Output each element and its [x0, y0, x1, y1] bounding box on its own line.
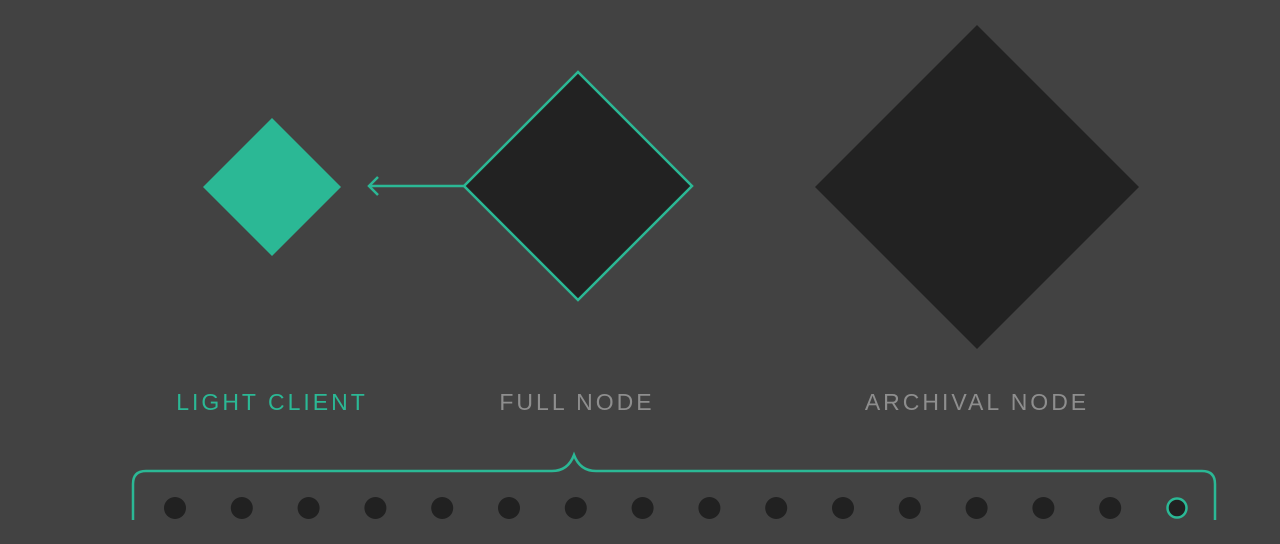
- chain-block: [1032, 497, 1055, 519]
- arrow-left-icon: [367, 176, 464, 196]
- chain-block: [1099, 497, 1122, 519]
- archival-node-label: ARCHIVAL NODE: [864, 389, 1090, 415]
- chain-block: [230, 497, 253, 519]
- chain-block: [564, 497, 587, 519]
- chain-block: [631, 497, 654, 519]
- chain-block: [164, 497, 186, 519]
- chain-block: [297, 497, 320, 519]
- chain-block: [498, 497, 520, 519]
- chain-blocks: [164, 497, 1188, 519]
- arrow-head: [367, 176, 379, 196]
- chain-block: [765, 497, 788, 519]
- full-node-diamond: [462, 70, 694, 302]
- light-client-label: LIGHT CLIENT: [176, 389, 368, 415]
- chain-block: [698, 497, 721, 519]
- chain-block-latest: [1166, 497, 1188, 519]
- light-client-diamond: [203, 118, 341, 256]
- chain-block: [965, 497, 988, 519]
- archival-node-diamond: [815, 25, 1139, 349]
- chain-block: [431, 497, 454, 519]
- chain-block: [364, 497, 387, 519]
- chain-block: [898, 497, 921, 519]
- chain-brace: [131, 451, 1217, 520]
- full-node-label: FULL NODE: [499, 389, 655, 415]
- chain-block: [832, 497, 854, 519]
